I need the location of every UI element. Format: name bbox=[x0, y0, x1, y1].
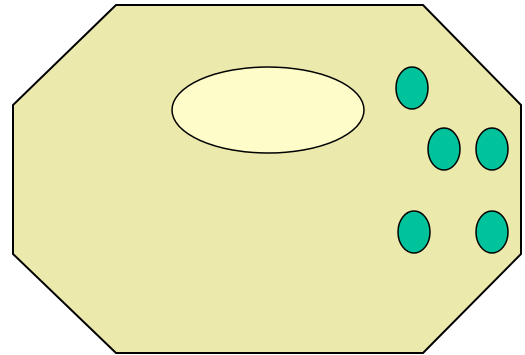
small-ellipse-top bbox=[396, 67, 428, 109]
small-ellipse-bottom-left bbox=[398, 211, 430, 253]
small-ellipse-middle-right bbox=[476, 128, 508, 170]
large-ellipse bbox=[172, 67, 364, 153]
small-ellipse-bottom-right bbox=[476, 211, 508, 253]
small-ellipse-middle-left bbox=[428, 128, 460, 170]
octagon-shape bbox=[13, 5, 521, 353]
